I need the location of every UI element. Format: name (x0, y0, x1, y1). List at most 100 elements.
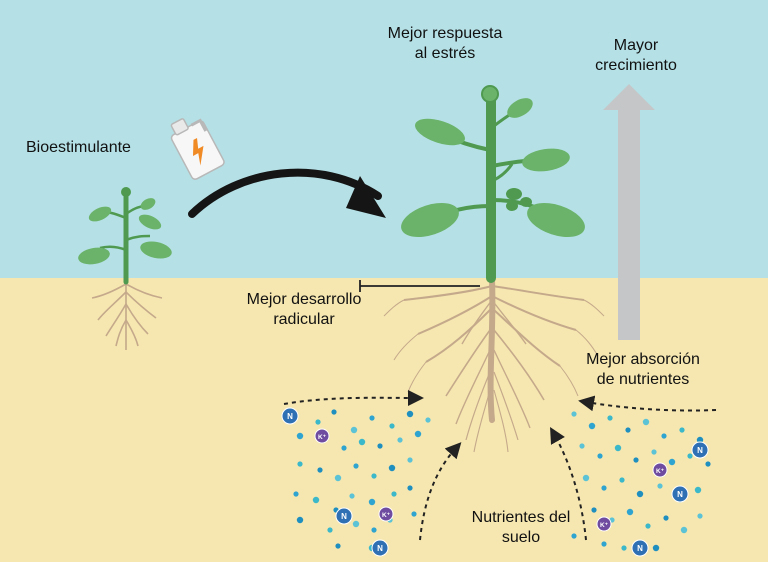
nutrient-particle (621, 545, 627, 551)
small-plant-roots (91, 280, 163, 350)
nitrogen-ion-label: N (637, 544, 643, 553)
nutrient-particle (588, 422, 596, 430)
nutrient-particles (293, 409, 711, 552)
nutrient-particle (694, 486, 702, 494)
nutrient-particle (687, 453, 693, 459)
nutrient-particle (625, 427, 631, 433)
nutrient-particle (407, 485, 413, 491)
nutrient-particle (679, 427, 685, 433)
potassium-ion-icon: K⁺ (314, 428, 330, 444)
nutrient-particle (352, 520, 360, 528)
nutrient-particle (353, 463, 359, 469)
nutrient-particle (619, 477, 625, 483)
nitrogen-ion-icon: N (371, 539, 389, 557)
nutrient-absorption-line1: Mejor absorción (586, 351, 700, 368)
nutrient-particle (293, 491, 299, 497)
nutrient-particle (349, 493, 355, 499)
nutrient-particle (406, 410, 414, 418)
nutrient-particle (601, 485, 607, 491)
nutrient-particle (297, 461, 303, 467)
biostimulant-bottle-icon (170, 118, 225, 180)
nutrient-particle (642, 418, 650, 426)
small-plant (78, 187, 172, 350)
nutrient-particle (607, 415, 613, 421)
nutrient-particle (341, 445, 347, 451)
soil-nutrients-line2: suelo (501, 529, 541, 546)
nutrient-particle (597, 453, 603, 459)
nutrient-particle (358, 438, 366, 446)
nutrient-particle (626, 508, 634, 516)
nutrient-particle (579, 443, 585, 449)
nutrient-particle (591, 507, 597, 513)
nutrient-particle (335, 543, 341, 549)
growth-line1: Mayor (613, 37, 659, 54)
large-plant-roots (383, 277, 605, 453)
nutrient-particle (661, 433, 667, 439)
potassium-ion-label: K⁺ (600, 522, 609, 529)
nutrient-particle (425, 417, 431, 423)
nutrient-particle (331, 409, 337, 415)
soil-nutrients-label: Nutrientes del suelo (446, 508, 596, 548)
biostimulant-label: Bioestimulante (26, 139, 131, 156)
nutrient-particle (407, 457, 413, 463)
nutrient-particle (411, 511, 417, 517)
root-development-pointer (359, 280, 480, 292)
nutrient-absorption-line2: de nutrientes (596, 371, 690, 388)
potassium-ion-icon: K⁺ (652, 462, 668, 478)
nitrogen-ion-label: N (697, 446, 703, 455)
nutrient-particle (312, 496, 320, 504)
growth-label: Mayor crecimiento (584, 36, 688, 76)
nutrient-particle (317, 467, 323, 473)
nitrogen-ion-label: N (287, 412, 293, 421)
nutrient-flow-arrows (283, 389, 717, 541)
large-plant (401, 85, 585, 283)
nitrogen-ion-icon: N (691, 441, 709, 459)
nutrient-particle (368, 498, 376, 506)
nutrient-particle (696, 436, 704, 444)
potassium-ion-label: K⁺ (382, 512, 391, 519)
nutrient-particle (389, 423, 395, 429)
nutrient-particle (371, 527, 377, 533)
nutrient-particle (614, 444, 622, 452)
nutrient-particle (377, 443, 383, 449)
nutrient-particle (369, 415, 375, 421)
stress-response-line2: al estrés (414, 45, 476, 62)
nutrient-particle (633, 457, 639, 463)
nitrogen-ion-icon: N (335, 507, 353, 525)
nutrient-particle (697, 513, 703, 519)
growth-line2: crecimiento (595, 57, 677, 74)
nutrient-particle (327, 527, 333, 533)
stress-response-line1: Mejor respuesta (387, 25, 503, 42)
nutrient-particle (388, 464, 396, 472)
nutrient-particle (334, 474, 342, 482)
potassium-ion-label: K⁺ (318, 434, 327, 441)
soil-nutrients-line1: Nutrientes del (471, 509, 571, 526)
nutrient-particle (391, 491, 397, 497)
nitrogen-ion-icon: N (631, 539, 649, 557)
nutrient-particle (296, 516, 304, 524)
left-upflow-arrow (419, 442, 462, 541)
nutrient-absorption-label: Mejor absorción de nutrientes (568, 350, 718, 390)
nutrient-particle (705, 461, 711, 467)
nitrogen-ion-label: N (341, 512, 347, 521)
nutrient-particle (296, 432, 304, 440)
potassium-ion-icon: K⁺ (596, 516, 612, 532)
treatment-arrow (188, 168, 386, 218)
nutrient-particle (668, 458, 676, 466)
nutrient-particle (651, 449, 657, 455)
nutrient-particle (315, 419, 321, 425)
nitrogen-ion-icon: N (281, 407, 299, 425)
potassium-ion-icon: K⁺ (378, 506, 394, 522)
nutrient-particle (601, 541, 607, 547)
nutrient-particle (350, 426, 358, 434)
potassium-ion-label: K⁺ (656, 468, 665, 475)
nutrient-particle (657, 483, 663, 489)
nutrient-particle (652, 544, 660, 552)
nitrogen-ion-icon: N (671, 485, 689, 503)
nutrient-particle (636, 490, 644, 498)
nutrient-ions: N K⁺ N K⁺ N N K⁺ N K⁺ N (281, 407, 709, 557)
nutrient-particle (571, 411, 577, 417)
nutrient-particle (571, 533, 577, 539)
root-development-line2: radicular (273, 311, 335, 328)
